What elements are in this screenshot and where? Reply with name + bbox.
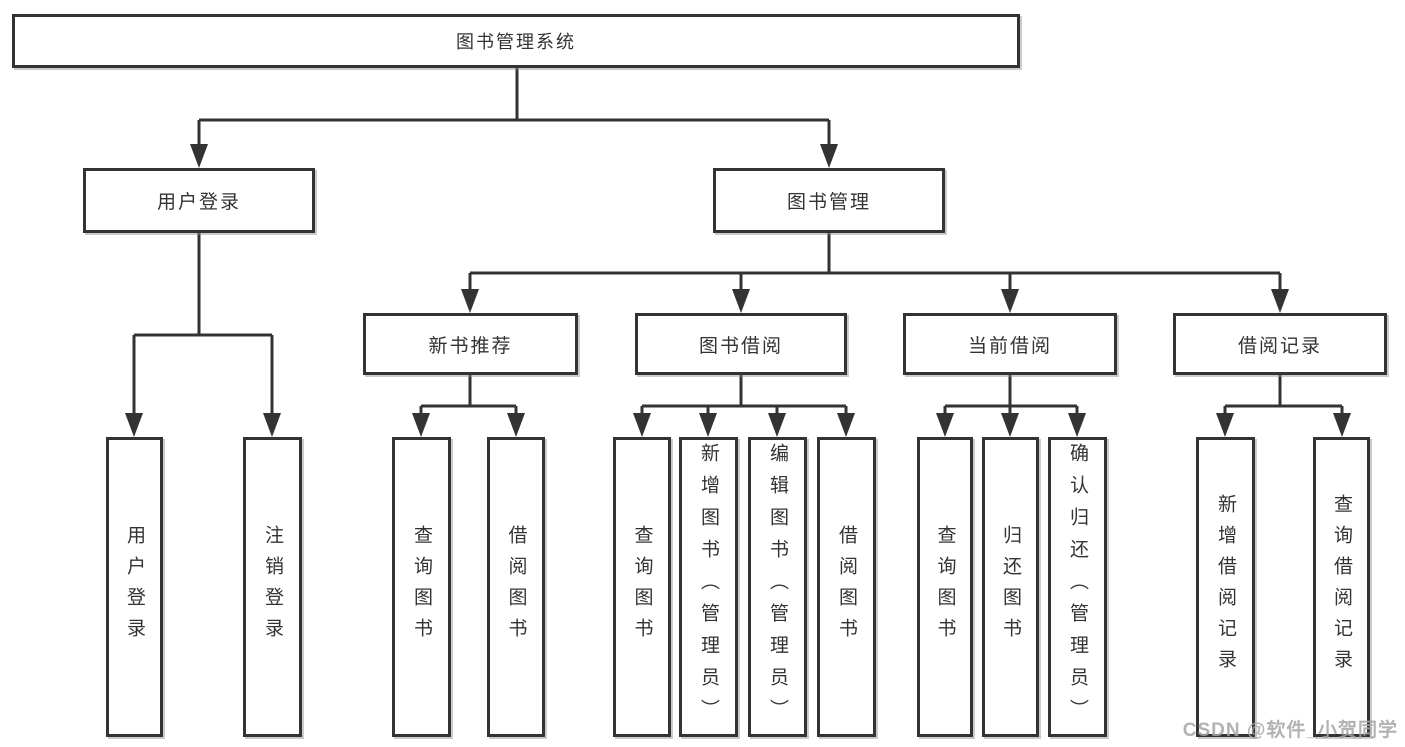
leaf-edit-books-admin: 编辑图书（管理员） <box>748 437 807 737</box>
node-label: 查询图书 <box>411 525 432 649</box>
connector-borrowrecord-to-leaves <box>1223 375 1344 415</box>
leaf-confirm-return-admin: 确认归还（管理员） <box>1048 437 1107 737</box>
arrowheads-newbookrec <box>412 413 525 437</box>
node-label: 借阅记录 <box>1237 335 1322 357</box>
leaf-return-books: 归还图书 <box>982 437 1039 737</box>
node-label: 图书管理 <box>786 192 871 213</box>
connector-currentborrow-to-leaves <box>943 375 1079 415</box>
arrowheads-borrowrecord <box>1216 413 1351 437</box>
node-label: 查询借阅记录 <box>1331 494 1352 680</box>
arrowheads-level2 <box>190 144 838 168</box>
node-label: 图书借阅 <box>698 335 783 357</box>
connector-root-to-level2 <box>197 68 831 146</box>
node-label: 新书推荐 <box>428 335 513 357</box>
node-label: 确认归还（管理员） <box>1067 443 1088 731</box>
node-label: 编辑图书（管理员） <box>767 443 788 731</box>
node-book-borrow: 图书借阅 <box>635 313 847 375</box>
node-label: 借阅图书 <box>836 525 857 649</box>
arrowheads-bookborrow <box>633 413 855 437</box>
node-user-login: 用户登录 <box>83 168 315 233</box>
node-label: 用户登录 <box>156 192 241 213</box>
node-label: 当前借阅 <box>967 335 1052 357</box>
leaf-recommend-borrow-books: 借阅图书 <box>487 437 545 737</box>
node-library-management-system: 图书管理系统 <box>12 14 1020 68</box>
leaf-add-books-admin: 新增图书（管理员） <box>679 437 738 737</box>
node-current-borrow: 当前借阅 <box>903 313 1117 375</box>
node-label: 图书管理系统 <box>456 32 576 52</box>
leaf-query-borrow-record: 查询借阅记录 <box>1313 437 1370 737</box>
leaf-user-login: 用户登录 <box>106 437 163 737</box>
leaf-logout: 注销登录 <box>243 437 302 737</box>
node-label: 注销登录 <box>262 525 283 649</box>
node-label: 借阅图书 <box>505 525 527 649</box>
node-label: 新增借阅记录 <box>1215 494 1236 680</box>
connector-userlogin-to-leaves <box>132 233 274 415</box>
leaf-recommend-query-books: 查询图书 <box>392 437 451 737</box>
connector-bookborrow-to-leaves <box>640 375 848 415</box>
node-new-book-recommend: 新书推荐 <box>363 313 578 375</box>
node-borrow-record: 借阅记录 <box>1173 313 1387 375</box>
leaf-borrow-query-books: 查询图书 <box>613 437 671 737</box>
connector-newbookrec-to-leaves <box>419 375 518 415</box>
csdn-watermark: CSDN @软件_小贺同学 <box>1182 720 1398 741</box>
node-label: 查询图书 <box>631 525 653 649</box>
leaf-add-borrow-record: 新增借阅记录 <box>1196 437 1255 737</box>
leaf-borrow-books: 借阅图书 <box>817 437 876 737</box>
node-label: 查询图书 <box>934 525 956 649</box>
node-label: 归还图书 <box>1000 525 1021 649</box>
arrowheads-level3 <box>461 289 1289 313</box>
leaf-current-query-books: 查询图书 <box>917 437 973 737</box>
arrowheads-userlogin <box>125 413 281 437</box>
node-label: 新增图书（管理员） <box>698 443 719 731</box>
node-book-management: 图书管理 <box>713 168 945 233</box>
connector-bookmgmt-to-level3 <box>468 233 1282 291</box>
node-label: 用户登录 <box>124 525 145 649</box>
arrowheads-currentborrow <box>936 413 1086 437</box>
